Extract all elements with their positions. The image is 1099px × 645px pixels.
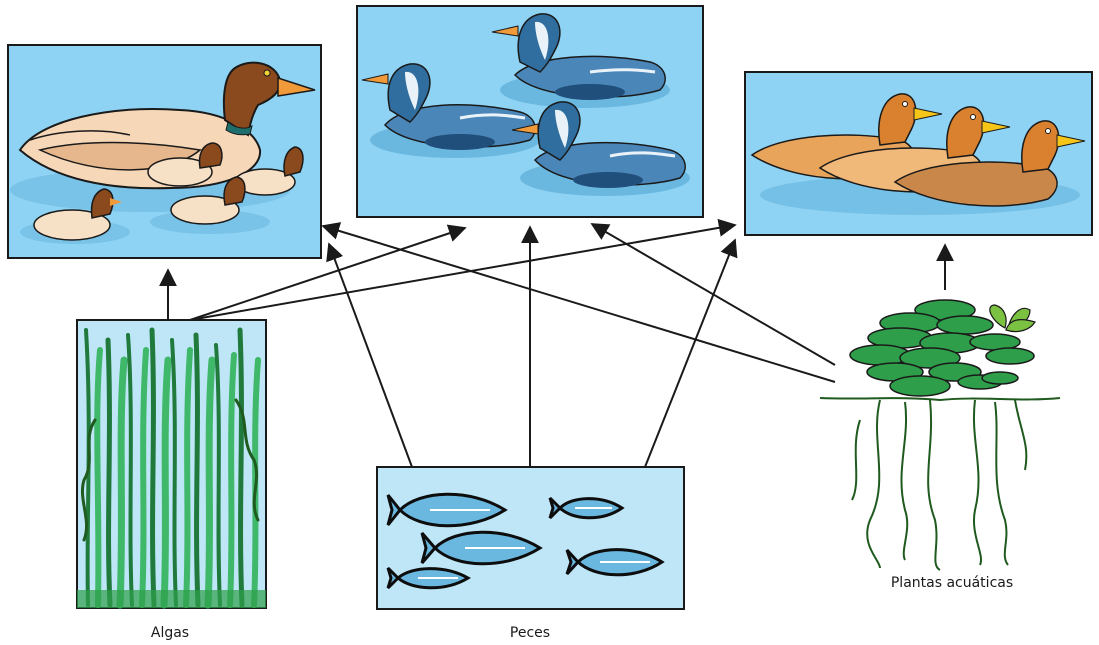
blue-ducks-panel (357, 6, 703, 217)
aquatic-plants-illustration (820, 300, 1060, 570)
fish-label: Peces (510, 625, 550, 641)
algae-panel: Algas (77, 320, 266, 641)
aquatic-plants-node: Plantas acuáticas (820, 300, 1060, 591)
arrow-peces-pato-3 (645, 240, 735, 467)
arrow-peces-pato-1 (329, 244, 412, 467)
duck-family-panel (8, 45, 321, 258)
orange-ducks-panel (745, 72, 1092, 235)
fish-panel: Peces (377, 467, 684, 641)
food-web-arrows (168, 224, 945, 467)
arrow-plantas-pato-2 (592, 224, 835, 365)
arrow-plantas-pato-1 (323, 226, 835, 382)
algae-label: Algas (151, 625, 189, 641)
aquatic-plants-label: Plantas acuáticas (891, 575, 1013, 591)
